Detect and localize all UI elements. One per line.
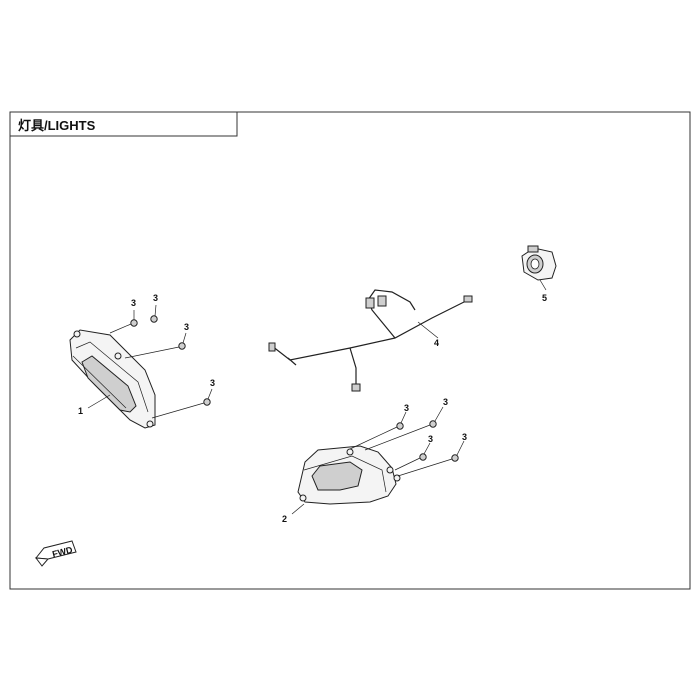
fwd-arrow-icon: FWD <box>34 540 77 567</box>
callout-label-3g: 3 <box>428 434 433 444</box>
callout-label-2: 2 <box>282 514 287 524</box>
headlight-left <box>69 329 156 429</box>
wire-harness <box>268 289 473 392</box>
callout-label-3c: 3 <box>184 322 189 332</box>
title-box <box>10 112 238 137</box>
diagram-frame <box>9 111 691 590</box>
callout-label-1: 1 <box>78 406 83 416</box>
fwd-label: FWD <box>51 544 74 559</box>
page-title: 灯具/LIGHTS <box>18 118 96 133</box>
callout-label-4: 4 <box>434 338 439 348</box>
callout-label-5: 5 <box>542 293 547 303</box>
headlight-right <box>297 445 401 505</box>
callout-label-3a: 3 <box>131 298 136 308</box>
callout-label-3e: 3 <box>404 403 409 413</box>
handlebar-switch <box>521 245 557 281</box>
callout-label-3f: 3 <box>443 397 448 407</box>
callout-label-3h: 3 <box>462 432 467 442</box>
callout-label-3b: 3 <box>153 293 158 303</box>
bolt-group-left <box>109 304 213 419</box>
bolt-group-right <box>349 406 465 477</box>
callout-label-3d: 3 <box>210 378 215 388</box>
